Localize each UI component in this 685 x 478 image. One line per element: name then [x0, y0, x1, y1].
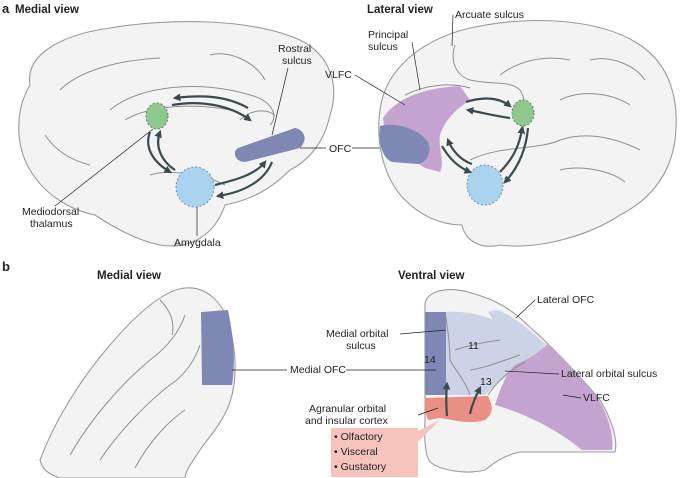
vlfc-leader-b [562, 394, 582, 399]
orbital-sulcus-branch [454, 339, 501, 351]
ofc-region-lateral [379, 124, 430, 164]
lateral-orbital-sulcus-label: Lateral orbital sulcus [561, 368, 657, 380]
ofc-label: OFC [329, 143, 352, 155]
vlfc-region-b [495, 344, 613, 450]
medial-orbital-sulcus-leader [399, 329, 447, 335]
orbital-sulcus-branch-2 [469, 354, 521, 371]
medial-arrows [147, 93, 274, 200]
agranular-label-2: and insular cortex [305, 415, 389, 427]
area-14-region [425, 312, 446, 395]
lateral-orbital-sulcus-leader [504, 370, 560, 375]
agranular-region [424, 396, 492, 423]
lateral-arrows [441, 97, 530, 184]
thalamus-node-lateral [511, 99, 535, 127]
arrow-to-13 [468, 385, 482, 415]
thalamus-leader [54, 128, 154, 207]
principal-sulcus-label-1: Principal [368, 29, 408, 41]
medial-orbital-sulcus-label-2: sulcus [346, 340, 376, 352]
lateral-title: Lateral view [367, 4, 433, 16]
panel-a-letter: a [2, 1, 10, 16]
principal-sulcus-label-2: sulcus [368, 41, 398, 53]
amygdala-node-lateral [466, 164, 504, 206]
panel-a-medial-title: Medial view [15, 4, 79, 16]
medial-orbital-sulcus-label-1: Medial orbital [326, 328, 388, 340]
principal-sulcus-leader [411, 41, 421, 91]
input-olfactory: • Olfactory [334, 431, 383, 443]
lateral-ofc-region [488, 310, 550, 360]
arrow-to-14 [442, 381, 451, 417]
input-list: • Olfactory • Visceral • Gustatory [334, 430, 414, 475]
area-13-label: 13 [480, 376, 492, 388]
agranular-leader [417, 407, 439, 416]
amygdala-node-medial [175, 166, 215, 208]
vlfc-leader-a [354, 74, 406, 106]
ventral-title: Ventral view [398, 270, 465, 282]
panel-b-medial-title: Medial view [97, 270, 161, 282]
panel-b-letter: b [2, 259, 10, 274]
medial-orbital-sulcus-line [444, 311, 471, 396]
rostral-sulcus-leader [271, 67, 289, 136]
lateral-ofc-label: Lateral OFC [537, 294, 595, 306]
vlfc-label-a: VLFC [325, 69, 352, 81]
thalamus-label-2: thalamus [30, 218, 73, 230]
input-gustatory: • Gustatory [334, 461, 387, 473]
thalamus-node-medial [145, 102, 169, 130]
lateral-orbital-sulcus-line [487, 361, 526, 396]
input-visceral: • Visceral [334, 446, 378, 458]
amygdala-label: Amygdala [174, 237, 221, 249]
arcuate-sulcus-leader [451, 14, 454, 47]
rostral-sulcus-label-2: sulcus [282, 55, 312, 67]
area-11-label: 11 [468, 340, 479, 352]
vlfc-label-b: VLFC [583, 392, 610, 404]
arcuate-sulcus-label: Arcuate sulcus [455, 9, 524, 21]
thalamus-label-1: Mediodorsal [22, 206, 79, 218]
ofc-region-medial [234, 128, 305, 162]
input-box [331, 420, 440, 477]
medial-brain [18, 21, 335, 247]
medial-ofc-label: Medial OFC [290, 364, 346, 376]
area-14-label: 14 [424, 354, 436, 366]
rostral-sulcus-label-1: Rostral [278, 43, 311, 55]
lateral-ofc-leader [515, 299, 536, 319]
medial-ofc-region-b [201, 310, 234, 385]
agranular-label-1: Agranular orbital [309, 403, 386, 415]
